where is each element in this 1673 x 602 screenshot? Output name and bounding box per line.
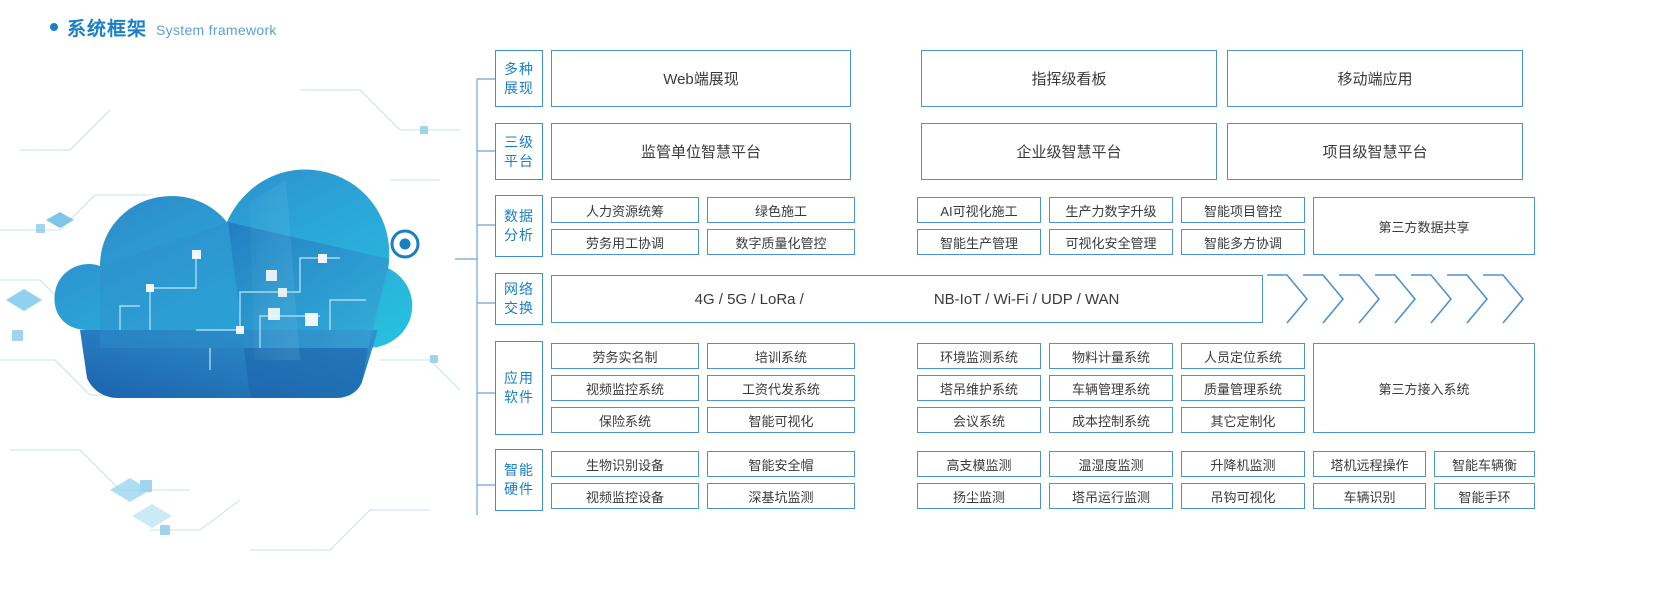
cell-smart-helmet[interactable]: 智能安全帽 bbox=[707, 451, 855, 477]
cell-labor-realname[interactable]: 劳务实名制 bbox=[551, 343, 699, 369]
cell-deep-pit-monitoring[interactable]: 深基坑监测 bbox=[707, 483, 855, 509]
cell-regulator-platform[interactable]: 监管单位智慧平台 bbox=[551, 123, 851, 180]
cell-crane-maintenance[interactable]: 塔吊维护系统 bbox=[917, 375, 1041, 401]
cell-digital-quality-control[interactable]: 数字质量化管控 bbox=[707, 229, 855, 255]
framework-row-network: 网络 交换 4G / 5G / LoRa / NB-IoT / Wi-Fi / … bbox=[495, 273, 1555, 325]
cell-smart-wristband[interactable]: 智能手环 bbox=[1434, 483, 1535, 509]
cloud-illustration bbox=[0, 30, 470, 590]
cell-third-party-data-sharing[interactable]: 第三方数据共享 bbox=[1313, 197, 1535, 255]
cell-video-monitoring-device[interactable]: 视频监控设备 bbox=[551, 483, 699, 509]
cell-material-metering[interactable]: 物料计量系统 bbox=[1049, 343, 1173, 369]
network-protocols-right: NB-IoT / Wi-Fi / UDP / WAN bbox=[933, 290, 1120, 308]
page-title: 系统框架 bbox=[67, 19, 148, 40]
cell-high-formwork-monitoring[interactable]: 高支模监测 bbox=[917, 451, 1041, 477]
group-app-left: 劳务实名制 培训系统 视频监控系统 工资代发系统 保险系统 智能可视化 bbox=[551, 343, 855, 433]
cell-vehicle-management[interactable]: 车辆管理系统 bbox=[1049, 375, 1173, 401]
row-label-data-analysis: 数据 分析 bbox=[495, 195, 543, 257]
framework-row-application-software: 应用 软件 劳务实名制 培训系统 视频监控系统 工资代发系统 保险系统 智能可视… bbox=[495, 341, 1555, 435]
group-hw-far: 塔机远程操作 智能车辆衡 车辆识别 智能手环 bbox=[1313, 451, 1535, 509]
group-hw-mid: 高支模监测 温湿度监测 升降机监测 扬尘监测 塔吊运行监测 吊钩可视化 bbox=[917, 451, 1305, 509]
framework-row-platform: 三级 平台 监管单位智慧平台 企业级智慧平台 项目级智慧平台 bbox=[495, 123, 1555, 180]
cell-personnel-positioning[interactable]: 人员定位系统 bbox=[1181, 343, 1305, 369]
row-label-application-software: 应用 软件 bbox=[495, 341, 543, 435]
cell-insurance-system[interactable]: 保险系统 bbox=[551, 407, 699, 433]
group-hw-left: 生物识别设备 智能安全帽 视频监控设备 深基坑监测 bbox=[551, 451, 855, 509]
system-framework-diagram: 多种 展现 Web端展现 指挥级看板 移动端应用 三级 平台 监管单位智慧平台 … bbox=[455, 45, 1555, 530]
cell-third-party-access-system[interactable]: 第三方接入系统 bbox=[1313, 343, 1535, 433]
cell-meeting-system[interactable]: 会议系统 bbox=[917, 407, 1041, 433]
cell-environment-monitoring[interactable]: 环境监测系统 bbox=[917, 343, 1041, 369]
network-protocol-bar[interactable]: 4G / 5G / LoRa / NB-IoT / Wi-Fi / UDP / … bbox=[551, 275, 1263, 323]
cell-payroll-system[interactable]: 工资代发系统 bbox=[707, 375, 855, 401]
cell-visual-safety-mgmt[interactable]: 可视化安全管理 bbox=[1049, 229, 1173, 255]
cell-smart-multiparty-coord[interactable]: 智能多方协调 bbox=[1181, 229, 1305, 255]
cell-other-customization[interactable]: 其它定制化 bbox=[1181, 407, 1305, 433]
cell-mobile-app[interactable]: 移动端应用 bbox=[1227, 50, 1523, 107]
framework-row-smart-hardware: 智能 硬件 生物识别设备 智能安全帽 视频监控设备 深基坑监测 bbox=[495, 449, 1555, 511]
group-data-mid: AI可视化施工 生产力数字升级 智能项目管控 智能生产管理 可视化安全管理 智能… bbox=[917, 197, 1305, 255]
cell-productivity-upgrade[interactable]: 生产力数字升级 bbox=[1049, 197, 1173, 223]
cell-training-system[interactable]: 培训系统 bbox=[707, 343, 855, 369]
cell-command-dashboard[interactable]: 指挥级看板 bbox=[921, 50, 1217, 107]
network-protocols-left: 4G / 5G / LoRa / bbox=[694, 290, 804, 308]
group-data-left: 人力资源统筹 绿色施工 劳务用工协调 数字质量化管控 bbox=[551, 197, 855, 255]
cell-crane-operation-monitoring[interactable]: 塔吊运行监测 bbox=[1049, 483, 1173, 509]
cell-web-display[interactable]: Web端展现 bbox=[551, 50, 851, 107]
cell-smart-truck-scale[interactable]: 智能车辆衡 bbox=[1434, 451, 1535, 477]
framework-row-data-analysis: 数据 分析 人力资源统筹 绿色施工 劳务用工协调 数字质量化管控 bbox=[495, 195, 1555, 257]
bullet-icon bbox=[50, 23, 58, 31]
network-flow-arrows bbox=[1265, 273, 1529, 325]
row-label-network: 网络 交换 bbox=[495, 273, 543, 325]
row-label-platform: 三级 平台 bbox=[495, 123, 543, 180]
framework-row-presentation: 多种 展现 Web端展现 指挥级看板 移动端应用 bbox=[495, 50, 1555, 107]
cell-video-surveillance-system[interactable]: 视频监控系统 bbox=[551, 375, 699, 401]
cell-hook-visualization[interactable]: 吊钩可视化 bbox=[1181, 483, 1305, 509]
cell-project-platform[interactable]: 项目级智慧平台 bbox=[1227, 123, 1523, 180]
row-label-presentation: 多种 展现 bbox=[495, 50, 543, 107]
cell-ai-visual-construction[interactable]: AI可视化施工 bbox=[917, 197, 1041, 223]
cell-dust-monitoring[interactable]: 扬尘监测 bbox=[917, 483, 1041, 509]
cell-quality-management[interactable]: 质量管理系统 bbox=[1181, 375, 1305, 401]
cell-biometric-device[interactable]: 生物识别设备 bbox=[551, 451, 699, 477]
cell-temp-humidity-monitoring[interactable]: 温湿度监测 bbox=[1049, 451, 1173, 477]
cell-vehicle-recognition[interactable]: 车辆识别 bbox=[1313, 483, 1426, 509]
cell-enterprise-platform[interactable]: 企业级智慧平台 bbox=[921, 123, 1217, 180]
cell-smart-visualization[interactable]: 智能可视化 bbox=[707, 407, 855, 433]
cell-cost-control-system[interactable]: 成本控制系统 bbox=[1049, 407, 1173, 433]
cell-smart-project-control[interactable]: 智能项目管控 bbox=[1181, 197, 1305, 223]
tree-connector bbox=[455, 78, 495, 515]
cell-labor-coordination[interactable]: 劳务用工协调 bbox=[551, 229, 699, 255]
cell-green-construction[interactable]: 绿色施工 bbox=[707, 197, 855, 223]
cell-hr-coordination[interactable]: 人力资源统筹 bbox=[551, 197, 699, 223]
cell-tower-remote-operation[interactable]: 塔机远程操作 bbox=[1313, 451, 1426, 477]
page-subtitle: System framework bbox=[156, 22, 277, 38]
cell-smart-production-mgmt[interactable]: 智能生产管理 bbox=[917, 229, 1041, 255]
group-app-mid: 环境监测系统 物料计量系统 人员定位系统 塔吊维护系统 车辆管理系统 质量管理系… bbox=[917, 343, 1305, 433]
section-heading: 系统框架 System framework bbox=[50, 14, 277, 41]
row-label-smart-hardware: 智能 硬件 bbox=[495, 449, 543, 511]
cell-hoist-monitoring[interactable]: 升降机监测 bbox=[1181, 451, 1305, 477]
